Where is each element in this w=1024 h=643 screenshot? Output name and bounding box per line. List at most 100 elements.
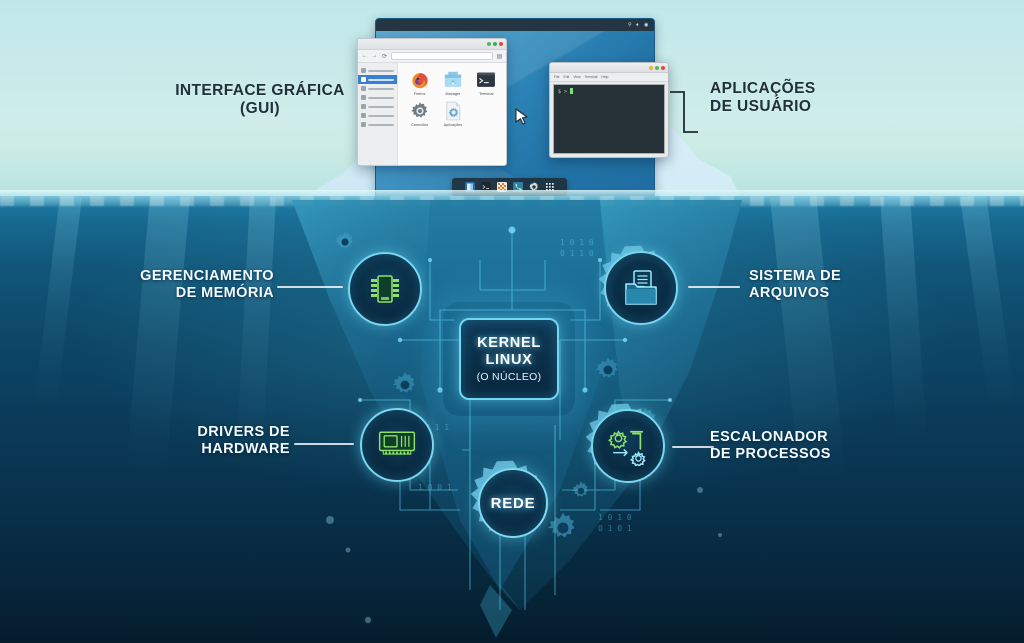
menu-item-file[interactable]: File (554, 75, 560, 79)
kernel-title-line2: LINUX (485, 352, 533, 368)
kernel-title-line1: KERNEL (477, 335, 541, 351)
memory-chip-icon (371, 275, 399, 303)
terminal-icon[interactable] (480, 181, 492, 193)
leader-line-drivers (294, 443, 354, 445)
kernel-core-box[interactable]: KERNEL LINUX (O NÚCLEO) (459, 318, 559, 400)
menu-item-view[interactable]: View (573, 75, 581, 79)
status-icon-1: ⚲ (628, 21, 632, 28)
node-process-scheduler[interactable] (591, 409, 665, 483)
sidebar-item-videos[interactable] (358, 111, 397, 120)
music-icon (361, 104, 366, 109)
sidebar-item-pictures[interactable] (358, 93, 397, 102)
sidebar-item-home[interactable] (358, 66, 397, 75)
status-icon-3: ◉ (644, 21, 649, 28)
desktop-icon (361, 77, 366, 82)
label-user-applications: APLICAÇÕES DE USUÁRIO (710, 80, 816, 116)
icon-label: Terminal (479, 92, 494, 96)
list-view-icon[interactable]: ▤ (496, 53, 503, 60)
grid-icon[interactable] (544, 181, 556, 193)
gear-icon (410, 102, 427, 118)
terminal-titlebar[interactable] (550, 63, 668, 73)
gear-icon[interactable] (528, 181, 540, 193)
label-gui: INTERFACE GRÁFICA (GUI) (175, 82, 345, 118)
svg-text:0 1 0 1: 0 1 0 1 (598, 524, 632, 533)
files-icon[interactable] (464, 181, 476, 193)
sidebar-item-music[interactable] (358, 102, 397, 111)
sidebar-item-documents[interactable] (358, 84, 397, 93)
file-manager-toolbar[interactable]: ← → ⟳ ▤ (358, 50, 506, 63)
address-input[interactable] (391, 52, 493, 60)
reload-icon[interactable]: ⟳ (381, 53, 388, 60)
svg-text:1 0 1 0: 1 0 1 0 (598, 513, 632, 522)
label-process-scheduler: ESCALONADOR DE PROCESSOS (710, 429, 831, 463)
file-manager-window[interactable]: ← → ⟳ ▤ (357, 38, 507, 166)
terminal-output[interactable]: $ > (553, 84, 665, 154)
icon-label: Manager (445, 92, 461, 96)
home-icon (361, 68, 366, 73)
shell-prompt: $ > (558, 89, 568, 95)
folder-icon (444, 71, 462, 87)
desktop-icon-aplicacoes[interactable]: Aplicações (437, 100, 468, 127)
node-memory-management[interactable] (348, 252, 422, 326)
maximize-button[interactable] (655, 65, 659, 70)
close-button[interactable] (499, 42, 503, 46)
svg-text:0 1 1 0: 0 1 1 0 (560, 249, 594, 258)
phone-icon[interactable] (512, 181, 524, 193)
pci-card-icon (378, 431, 416, 455)
label-file-system: SISTEMA DE ARQUIVOS (749, 268, 842, 302)
desktop-icon-conexoes[interactable]: Conexões (404, 100, 435, 127)
firefox-icon (412, 73, 428, 89)
sidebar-item-downloads[interactable] (358, 120, 397, 129)
desktop-icon-firefox[interactable]: Firefox (404, 69, 435, 96)
menu-item-terminal[interactable]: Terminal (584, 75, 598, 79)
node-file-system[interactable] (604, 251, 678, 325)
leader-line-user-apps (670, 91, 698, 133)
file-manager-sidebar[interactable] (358, 63, 398, 165)
desktop-icon-terminal[interactable]: Terminal (471, 69, 502, 96)
pictures-icon (361, 95, 366, 100)
apps-document-icon (446, 101, 461, 121)
documents-icon (361, 86, 366, 91)
leader-line-filesystem (688, 286, 740, 288)
back-icon[interactable]: ← (361, 53, 368, 59)
icon-label: Firefox (413, 92, 426, 96)
node-network-label: REDE (490, 494, 536, 512)
mouse-pointer-icon (515, 108, 528, 125)
icon-label: Aplicações (443, 123, 463, 127)
desktop-topbar: ⚲ ♦ ◉ (376, 19, 654, 31)
waterline (0, 190, 1024, 208)
forward-icon[interactable]: → (371, 53, 378, 59)
svg-text:1 0 1 0: 1 0 1 0 (560, 238, 594, 247)
label-memory-management: GERENCIAMENTO DE MEMÓRIA (140, 268, 274, 302)
svg-text:1 0 0 1: 1 0 0 1 (418, 483, 452, 492)
terminal-window[interactable]: File Edit View Terminal Help $ > (549, 62, 669, 158)
svg-text:0 1 1: 0 1 1 (425, 423, 449, 432)
close-button[interactable] (661, 65, 665, 70)
menu-item-help[interactable]: Help (601, 75, 609, 79)
minimize-button[interactable] (487, 42, 491, 46)
file-manager-titlebar[interactable] (358, 39, 506, 50)
terminal-menubar[interactable]: File Edit View Terminal Help (550, 73, 668, 82)
file-manager-icon-grid: Firefox Manager (398, 63, 506, 165)
menu-item-edit[interactable]: Edit (563, 75, 570, 79)
sidebar-item-desktop[interactable] (358, 75, 397, 84)
videos-icon (361, 113, 366, 118)
label-hardware-drivers: DRIVERS DE HARDWARE (197, 424, 290, 458)
terminal-cursor (570, 88, 574, 94)
file-manager-body: Firefox Manager (358, 63, 506, 165)
folder-document-icon (625, 270, 657, 305)
node-network[interactable]: REDE (478, 468, 548, 538)
downloads-icon (361, 122, 366, 127)
leader-line-scheduler (672, 446, 714, 448)
node-hardware-drivers[interactable] (360, 408, 434, 482)
status-icon-2: ♦ (636, 21, 639, 28)
kernel-subtitle: (O NÚCLEO) (476, 371, 542, 383)
maximize-button[interactable] (493, 42, 497, 46)
desktop-icon-manager[interactable]: Manager (437, 69, 468, 96)
process-gears-icon (607, 430, 646, 466)
terminal-icon (477, 72, 496, 87)
leader-line-memory (277, 286, 343, 288)
minimize-button[interactable] (649, 65, 653, 70)
icon-label: Conexões (411, 123, 429, 127)
